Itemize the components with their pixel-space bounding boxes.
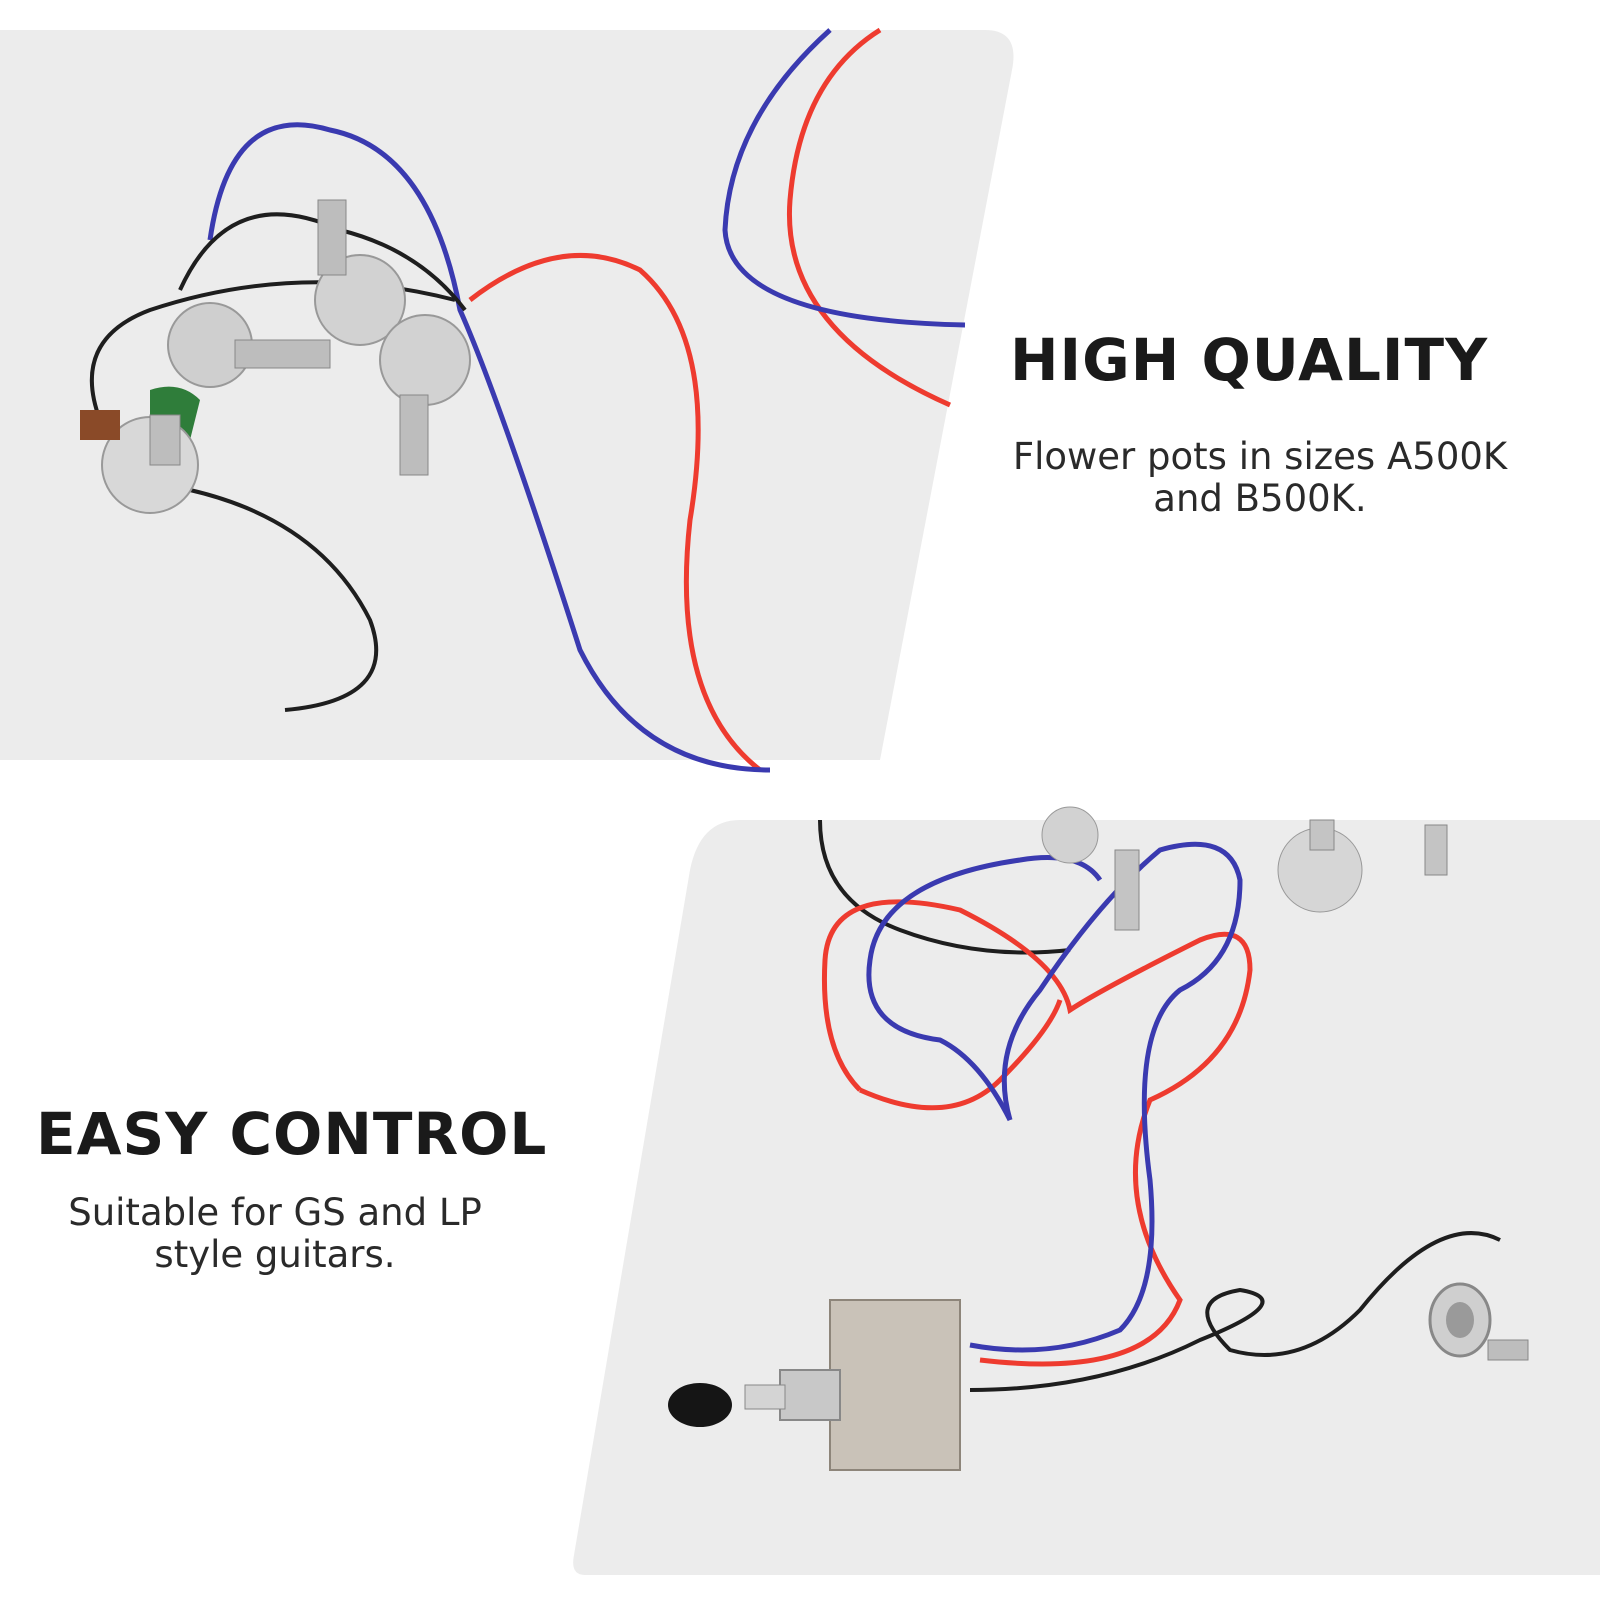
output-jack [1428, 1282, 1529, 1361]
heading-easy-control: EASY CONTROL [36, 1100, 548, 1168]
pot-3 [379, 314, 471, 476]
top-photo-panel [0, 27, 1014, 773]
toggle-switch [668, 1299, 961, 1471]
subtitle-easy-control: Suitable for GS and LP style guitars. [55, 1192, 495, 1276]
subtitle-high-quality: Flower pots in sizes A500K and B500K. [1000, 436, 1520, 520]
subtitle-line: style guitars. [154, 1233, 396, 1276]
bottom-photo-panel [573, 806, 1600, 1575]
pot-2 [314, 199, 406, 346]
pot-1 [167, 302, 331, 388]
subtitle-line: Flower pots in sizes A500K [1012, 435, 1508, 478]
subtitle-line: Suitable for GS and LP [68, 1191, 482, 1234]
pot-4 [80, 386, 200, 514]
subtitle-line: and B500K. [1153, 477, 1367, 520]
heading-high-quality: HIGH QUALITY [1010, 326, 1489, 394]
